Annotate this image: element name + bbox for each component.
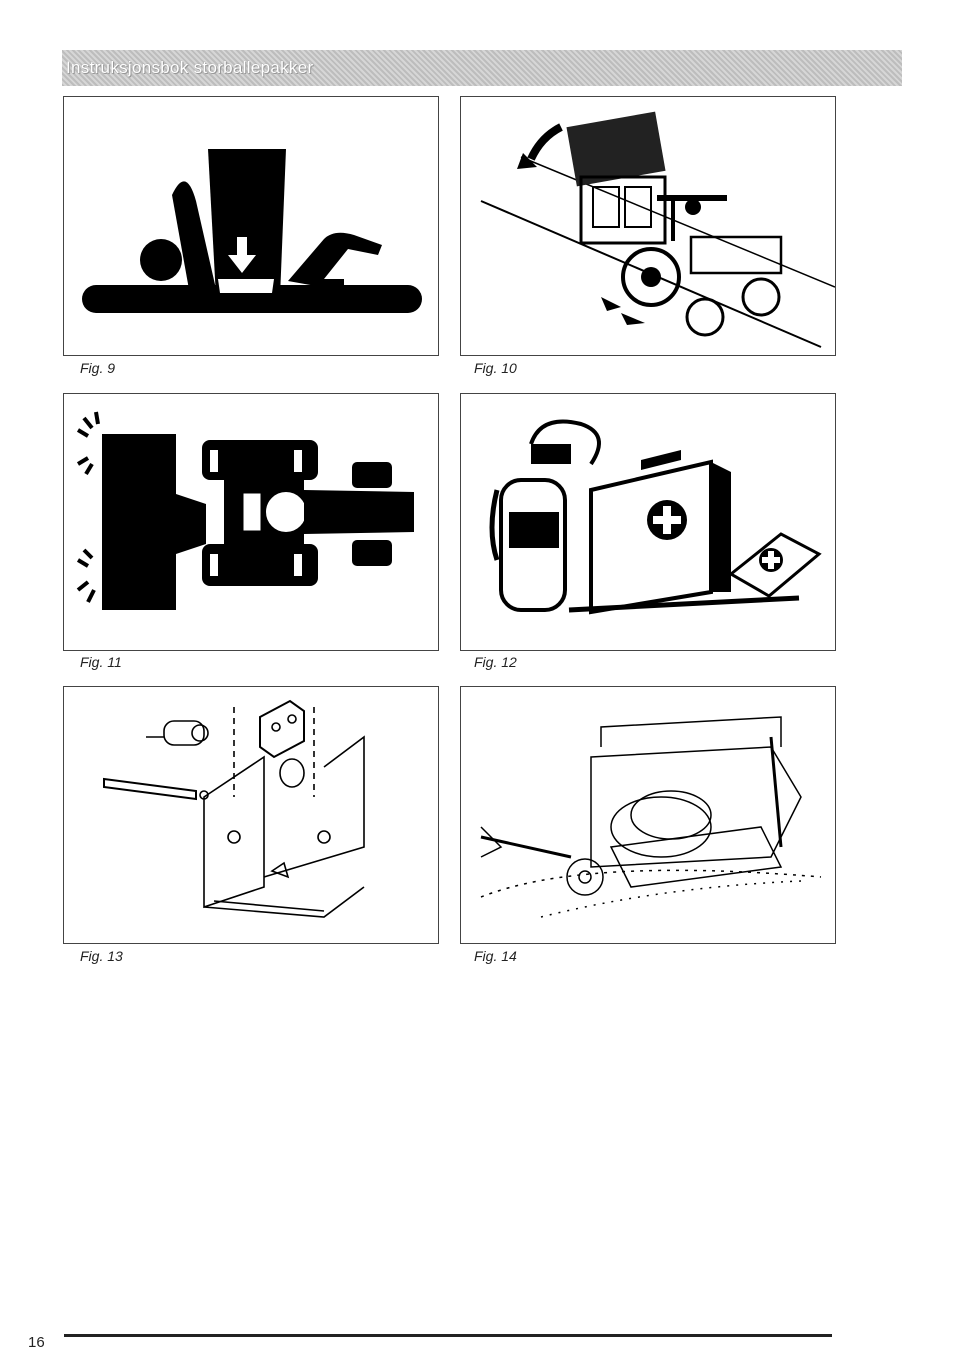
figure-12-safety-equipment [460, 393, 836, 651]
footer-rule [64, 1334, 832, 1337]
figure-10-tractor-rollover [460, 96, 836, 356]
tractor-top-view-illustration [76, 411, 414, 610]
first-aid-kit-icon [589, 450, 822, 615]
warning-light-icon [76, 411, 100, 603]
header-band: Instruksjonsbok storballepakker [62, 50, 902, 86]
figure-9-crush-hazard [63, 96, 439, 356]
safety-equipment-illustration [489, 419, 822, 615]
figure-13-bracket-assembly [63, 686, 439, 944]
figure-11-tractor-top-view [63, 393, 439, 651]
crush-hazard-pictogram [82, 149, 422, 313]
figure-10-caption: Fig. 10 [474, 360, 517, 376]
figure-14-caption: Fig. 14 [474, 948, 517, 964]
tractor-rollover-illustration [480, 111, 835, 348]
document-title: Instruksjonsbok storballepakker [66, 58, 314, 77]
figure-12-caption: Fig. 12 [474, 654, 517, 670]
fire-extinguisher-icon [489, 419, 601, 612]
bale-wrapper-illustration [480, 716, 822, 918]
figure-11-caption: Fig. 11 [80, 654, 122, 670]
figure-14-bale-wrapper [460, 686, 836, 944]
figure-9-caption: Fig. 9 [80, 360, 116, 376]
figure-13-caption: Fig. 13 [80, 948, 123, 964]
page-number: 16 [28, 1334, 45, 1351]
bracket-assembly-drawing [103, 699, 365, 918]
